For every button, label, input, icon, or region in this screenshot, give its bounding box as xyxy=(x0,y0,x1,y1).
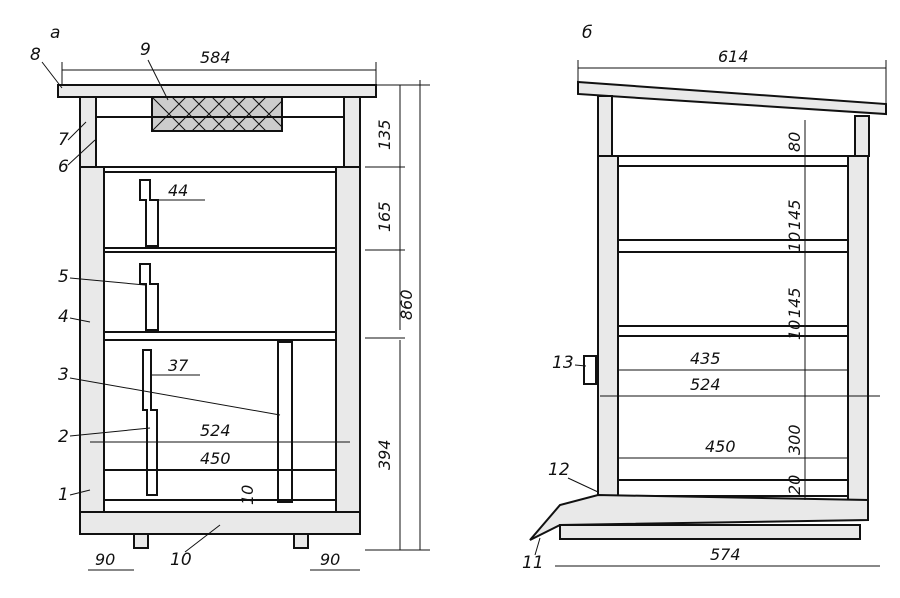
dim-left-leg: 90 xyxy=(95,550,115,569)
entrance-latch xyxy=(583,355,597,385)
bottom-board xyxy=(79,511,361,535)
dim-b-gap1: 10 xyxy=(785,232,804,252)
callout-8: 8 xyxy=(30,45,41,65)
dim-b-body: 300 xyxy=(785,424,804,455)
dim-frame-outer: 524 xyxy=(200,421,231,440)
callout-3: 3 xyxy=(58,365,69,385)
dim-b-ext1: 145 xyxy=(785,199,804,230)
dim-b-gap2: 10 xyxy=(785,320,804,340)
dim-b-frame-top: 435 xyxy=(690,349,721,368)
body-wall-right xyxy=(335,166,361,518)
callout-13: 13 xyxy=(552,353,574,373)
roof-wall-left xyxy=(79,96,97,168)
view-a-front-section: а 584 1 xyxy=(30,23,430,571)
dim-b-frame-outer: 524 xyxy=(690,375,721,394)
dim-total-height: 860 xyxy=(397,289,416,320)
callout-7: 7 xyxy=(58,130,69,150)
callout-1: 1 xyxy=(58,485,69,505)
dim-b-ext2: 145 xyxy=(785,287,804,318)
callout-10: 10 xyxy=(170,550,192,570)
view-b-letter: б xyxy=(582,23,592,43)
view-b-side-section: б 614 80 145 10 145 10 300 20 435 524 45… xyxy=(522,23,887,573)
callout-5: 5 xyxy=(58,267,69,287)
dim-bottom-gap: 10 xyxy=(238,485,257,505)
dim-b-base: 574 xyxy=(710,545,741,564)
dim-hanger2-width: 37 xyxy=(168,356,189,375)
divider-board xyxy=(277,341,293,503)
dim-b-bottom: 20 xyxy=(785,475,804,495)
dim-b-width-top: 614 xyxy=(718,47,749,66)
roof xyxy=(57,84,377,98)
dim-upper-height: 165 xyxy=(375,201,394,232)
dim-roof-height: 135 xyxy=(375,119,394,150)
dim-lower-height: 394 xyxy=(375,439,394,470)
roof-wall-right xyxy=(343,96,361,168)
body-wall-left xyxy=(79,166,105,518)
callout-2: 2 xyxy=(58,427,69,447)
dim-right-leg: 90 xyxy=(320,550,340,569)
dim-width-top: 584 xyxy=(200,48,231,67)
sloped-roof xyxy=(577,80,887,116)
dim-b-roof: 80 xyxy=(785,132,804,152)
callout-11: 11 xyxy=(522,553,544,573)
dim-frame-inner: 450 xyxy=(200,449,231,468)
callout-12: 12 xyxy=(548,460,570,480)
dim-hanger-width: 44 xyxy=(168,181,188,200)
dim-b-frame-inner: 450 xyxy=(705,437,736,456)
view-a-letter: а xyxy=(50,23,60,43)
callout-9: 9 xyxy=(140,40,151,60)
callout-4: 4 xyxy=(58,307,69,327)
callout-6: 6 xyxy=(58,157,69,177)
